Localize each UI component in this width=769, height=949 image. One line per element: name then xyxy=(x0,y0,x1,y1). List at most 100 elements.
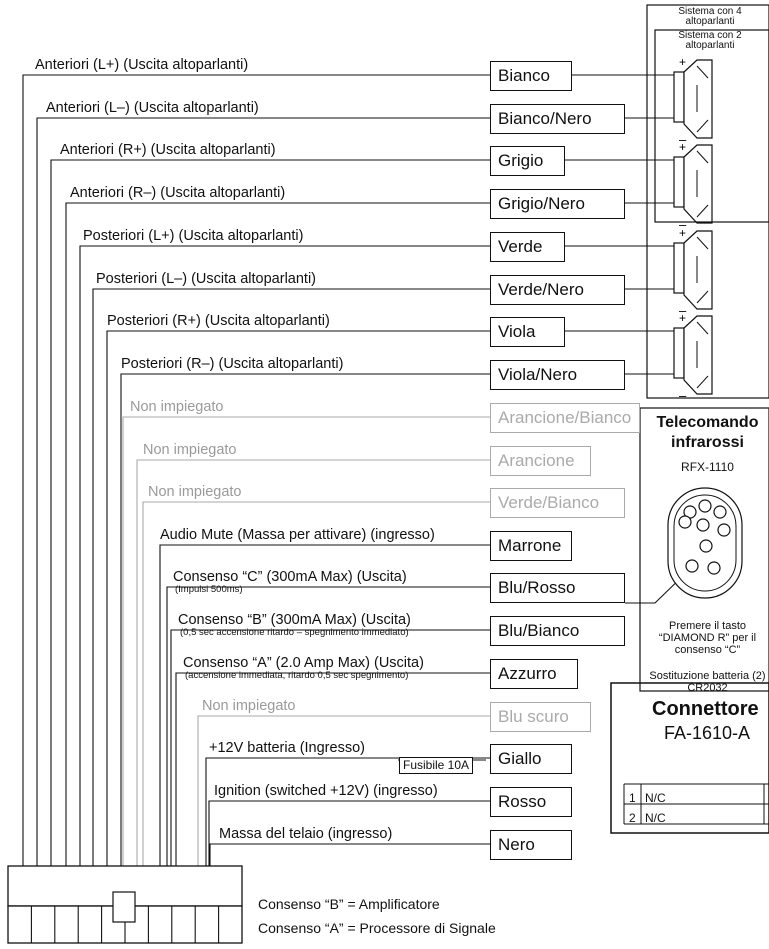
wire-label: Anteriori (L+) (Uscita altoparlanti) xyxy=(35,57,249,73)
diamond-r-button xyxy=(685,559,699,573)
speaker-cone xyxy=(683,315,713,395)
connector-row-1-text: N/C xyxy=(645,791,666,805)
wire-color-box: Blu scuro xyxy=(490,702,591,732)
wire-line xyxy=(209,843,490,866)
wire-sublabel: (Impulsi 500ms) xyxy=(175,584,243,595)
remote-face xyxy=(673,494,737,592)
wire-color-box: Bianco/Nero xyxy=(490,104,625,134)
wire-label: Non impiegato xyxy=(143,442,237,458)
wire-line xyxy=(136,459,490,866)
wire-label: Consenso “A” (2.0 Amp Max) (Uscita) xyxy=(183,655,424,671)
wire-line xyxy=(50,159,490,866)
wire-label: Posteriori (R–) (Uscita altoparlanti) xyxy=(121,356,344,372)
wire-line xyxy=(122,416,490,866)
remote-button-3 xyxy=(713,505,727,519)
remote-title: Telecomando infrarossi xyxy=(640,413,769,453)
wire-line xyxy=(159,544,490,866)
wire-line xyxy=(79,245,490,866)
wire-color-box: Blu/Bianco xyxy=(490,616,625,646)
wire-label: Posteriori (L+) (Uscita altoparlanti) xyxy=(83,228,304,244)
note-consenso-a: Consenso “A” = Processore di Signale xyxy=(258,920,496,936)
note-consenso-b: Consenso “B” = Amplificatore xyxy=(258,896,440,912)
speaker-cone-detail xyxy=(696,150,709,218)
speaker-magnet xyxy=(673,327,685,379)
speaker-plus: + xyxy=(679,311,686,325)
wire-line xyxy=(106,330,490,866)
speaker-minus: – xyxy=(679,217,687,232)
wire-color-box: Verde xyxy=(490,232,565,262)
remote-press-note: Premere il tasto “DIAMOND R” per il cons… xyxy=(658,620,757,656)
speaker-cone-detail xyxy=(696,236,709,304)
wire-label: Anteriori (R+) (Uscita altoparlanti) xyxy=(60,142,276,158)
speaker-cone xyxy=(683,230,713,310)
remote-battery-note: Sostituzione batteria (2) CR2032 xyxy=(649,670,766,694)
wire-label: Posteriori (L–) (Uscita altoparlanti) xyxy=(96,271,316,287)
wire-label: +12V batteria (Ingresso) xyxy=(209,740,365,756)
wire-line xyxy=(142,501,490,866)
speaker-magnet xyxy=(673,71,685,123)
wire-color-box: Arancione/Bianco xyxy=(490,403,640,433)
wire-line xyxy=(175,672,490,866)
wire-color-box: Viola xyxy=(490,317,565,347)
wire-line xyxy=(170,629,490,866)
speaker-minus: – xyxy=(679,303,687,318)
wire-label: Anteriori (L–) (Uscita altoparlanti) xyxy=(46,100,259,116)
wire-line xyxy=(22,74,490,866)
speaker-minus: – xyxy=(679,132,687,147)
speaker-magnet xyxy=(673,156,685,208)
connector-frame xyxy=(610,682,769,834)
wire-line xyxy=(197,715,490,866)
wire-label: Consenso “C” (300mA Max) (Uscita) xyxy=(173,569,407,585)
wire-line xyxy=(92,288,490,866)
fuse-label: Fusibile 10A xyxy=(399,757,474,774)
wire-line xyxy=(120,373,490,866)
connector-title: Connettore xyxy=(652,698,759,720)
connector-row-2-text: N/C xyxy=(645,811,666,825)
speaker-plus: + xyxy=(679,55,686,69)
speaker-cone xyxy=(683,59,713,139)
remote-button-8 xyxy=(717,523,731,537)
remote-title-line2: infrarossi xyxy=(671,434,744,451)
remote-button-5 xyxy=(699,539,713,553)
wire-color-box: Arancione xyxy=(490,446,591,476)
two-speaker-frame xyxy=(654,29,769,223)
wire-color-box: Rosso xyxy=(490,787,572,817)
wire-color-box: Azzurro xyxy=(490,659,578,689)
two-speaker-label: Sistema con 2 altoparlanti xyxy=(678,30,742,51)
speaker-plus: + xyxy=(679,140,686,154)
speaker-minus: – xyxy=(679,388,687,403)
wire-sublabel: (0,5 sec accensione ritardo – spegniment… xyxy=(180,627,409,638)
speaker-cone-detail xyxy=(696,321,709,389)
wire-label: Audio Mute (Massa per attivare) (ingress… xyxy=(160,527,435,543)
wire-label: Anteriori (R–) (Uscita altoparlanti) xyxy=(70,185,286,201)
wire-color-box: Verde/Nero xyxy=(490,275,625,305)
wire-line xyxy=(36,117,490,866)
remote-frame xyxy=(639,407,769,692)
remote-title-line1: Telecomando xyxy=(656,414,759,431)
remote-model: RFX-1110 xyxy=(681,460,734,474)
connector-table xyxy=(623,783,769,825)
wire-label: Posteriori (R+) (Uscita altoparlanti) xyxy=(107,313,330,329)
wire-color-box: Grigio/Nero xyxy=(490,189,625,219)
wire-label: Consenso “B” (300mA Max) (Uscita) xyxy=(178,612,411,628)
wire-color-box: Blu/Rosso xyxy=(490,573,625,603)
wire-line xyxy=(205,757,490,866)
speaker-plus: + xyxy=(679,226,686,240)
wire-label: Non impiegato xyxy=(202,698,296,714)
remote-button-2 xyxy=(698,499,712,513)
wire-label: Ignition (switched +12V) (ingresso) xyxy=(214,783,438,799)
speaker-cone xyxy=(683,144,713,224)
wire-line xyxy=(208,800,490,866)
wire-color-box: Giallo xyxy=(490,744,572,774)
connector-row-1-num: 1 xyxy=(629,791,636,805)
remote-button-7 xyxy=(678,515,692,529)
wire-line xyxy=(65,202,490,866)
wire-color-box: Grigio xyxy=(490,146,565,176)
speaker-cone-detail xyxy=(696,65,709,133)
wire-color-box: Marrone xyxy=(490,531,572,561)
speaker-magnet xyxy=(673,242,685,294)
wire-color-box: Bianco xyxy=(490,61,572,91)
wire-sublabel: (accensione immediata, ritardo 0,5 sec s… xyxy=(185,670,409,681)
four-speaker-frame xyxy=(646,4,769,399)
